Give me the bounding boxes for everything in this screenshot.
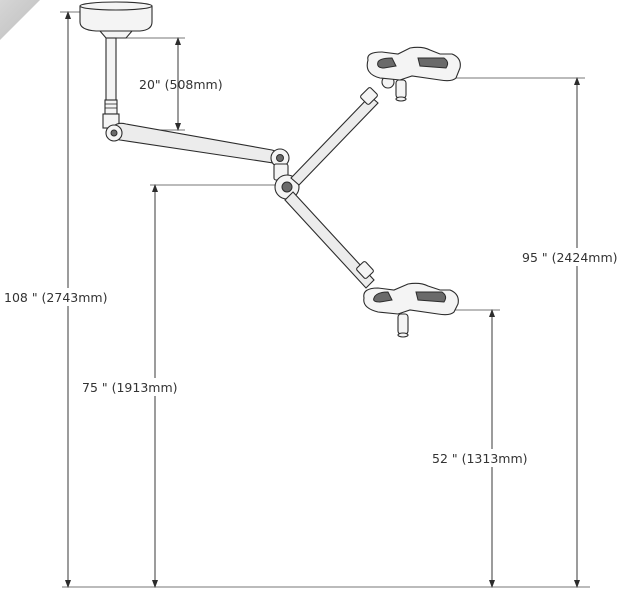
lower-head-height-label: 52 " (1313mm)	[432, 451, 528, 466]
ceiling-height-label: 108 " (2743mm)	[4, 290, 107, 305]
drop-tube	[102, 37, 120, 129]
lower-spring-arm	[284, 191, 393, 303]
page-corner-fold	[0, 0, 40, 40]
pivot-height-label: 75 " (1913mm)	[82, 380, 178, 395]
upper-light-head	[366, 46, 461, 102]
ceiling-mount	[79, 1, 153, 39]
mount-drop-label: 20" (508mm)	[139, 77, 223, 92]
upper-spring-arm	[290, 75, 395, 186]
lower-light-head	[363, 282, 459, 338]
extension-arm	[105, 122, 290, 168]
upper-head-height-label: 95 " (2424mm)	[522, 250, 618, 265]
extension-lines	[60, 11, 590, 588]
